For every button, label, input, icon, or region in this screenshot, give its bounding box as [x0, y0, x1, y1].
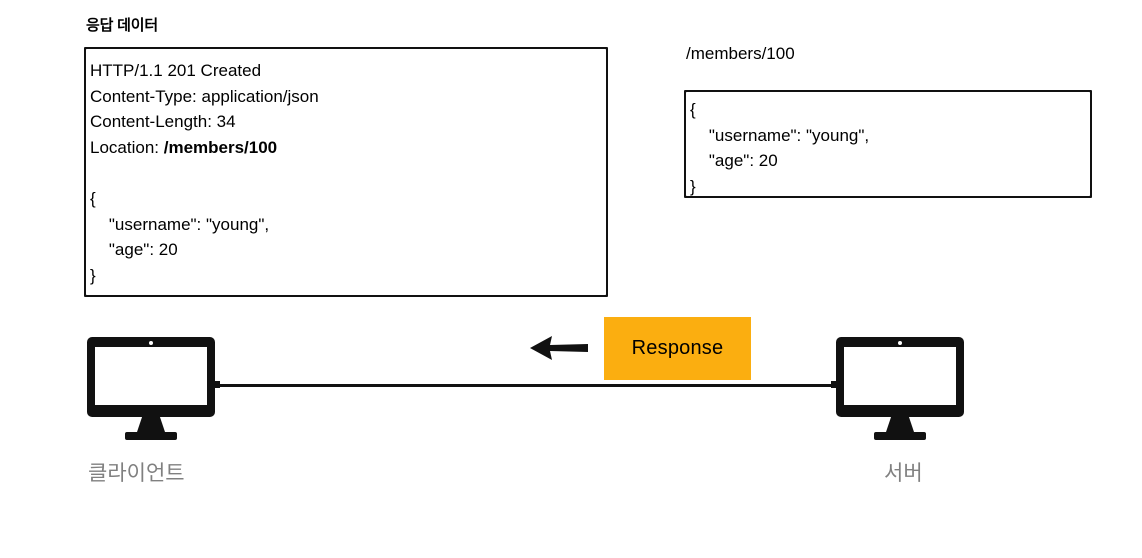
response-flow-badge: Response — [604, 317, 751, 380]
response-headers-text: HTTP/1.1 201 Created Content-Type: appli… — [90, 58, 319, 160]
resource-uri-heading: /members/100 — [686, 44, 795, 63]
monitor-cable-port — [215, 381, 220, 388]
monitor-screen — [844, 347, 956, 405]
resource-body-json: { "username": "young", "age": 20 } — [690, 100, 870, 196]
response-location-value: /members/100 — [163, 137, 278, 157]
response-data-heading: 응답 데이터 — [86, 17, 158, 34]
client-node-label: 클라이언트 — [88, 462, 185, 485]
monitor-cable-port — [831, 381, 836, 388]
client-server-connection-line — [214, 384, 840, 387]
monitor-webcam-dot — [898, 341, 902, 345]
response-flow-badge-label: Response — [631, 337, 724, 359]
response-arrow-left-icon — [530, 336, 588, 360]
created-resource-box — [684, 90, 1092, 198]
response-location-key: Location: — [90, 137, 164, 157]
monitor-bezel — [87, 337, 215, 417]
server-monitor-icon — [831, 337, 964, 440]
monitor-webcam-dot — [149, 341, 153, 345]
monitor-screen — [95, 347, 207, 405]
response-data-box — [84, 47, 608, 297]
client-monitor-icon — [87, 337, 220, 440]
response-body-json: { "username": "young", "age": 20 } — [90, 189, 270, 285]
server-node-label: 서버 — [884, 462, 923, 485]
monitor-stand-base — [874, 432, 926, 440]
monitor-stand-neck — [886, 417, 914, 432]
monitor-bezel — [836, 337, 964, 417]
monitor-stand-neck — [137, 417, 165, 432]
response-status-and-headers: HTTP/1.1 201 Created Content-Type: appli… — [90, 61, 319, 131]
monitor-stand-base — [125, 432, 177, 440]
